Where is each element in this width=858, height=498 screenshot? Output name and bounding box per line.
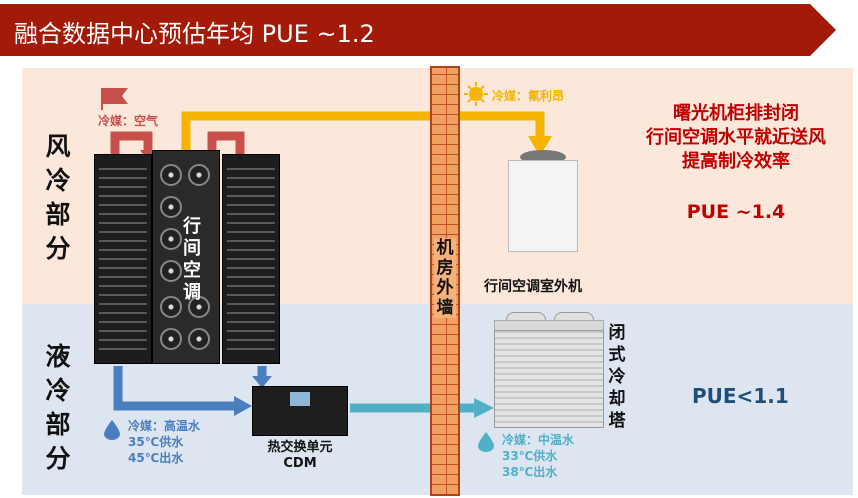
water-drop-icon xyxy=(104,420,120,440)
coolant-mid-line-3: 38℃出水 xyxy=(502,465,558,479)
cooling-tower xyxy=(494,330,604,428)
water-drop-icon xyxy=(478,432,494,452)
inrow-ac-label: 行间空调 xyxy=(183,216,201,303)
liquid-pue: PUE<1.1 xyxy=(692,384,789,408)
cdm-label: 热交换单元 CDM xyxy=(256,440,344,472)
coolant-freon-label: 冷媒：氟利昂 xyxy=(492,89,565,103)
hot-air-arrow-left xyxy=(110,131,153,156)
outdoor-unit-label: 行间空调室外机 xyxy=(484,279,582,295)
wall-label: 机房外墙 xyxy=(434,238,456,318)
fan-icon xyxy=(160,196,182,218)
tower-label: 闭式冷却塔 xyxy=(608,323,626,431)
air-section-label: 风冷部分 xyxy=(45,132,71,263)
coolant-hot-water: 冷媒：高温水 35℃供水 45℃出水 xyxy=(128,418,200,466)
title-banner: 融合数据中心预估年均 PUE ~1.2 xyxy=(0,0,838,60)
air-note-line-3: 提高制冷效率 xyxy=(682,151,790,172)
fan-icon xyxy=(188,164,210,186)
page-title: 融合数据中心预估年均 PUE ~1.2 xyxy=(14,20,375,48)
air-pue: PUE ~1.4 xyxy=(686,201,786,223)
coolant-hot-line-3: 45℃出水 xyxy=(128,451,184,465)
coolant-air-label: 冷媒：空气 xyxy=(98,114,159,128)
freon-arrow xyxy=(181,111,545,156)
banner-shape xyxy=(0,4,836,56)
fan-icon xyxy=(160,260,182,282)
server-rack-left xyxy=(94,154,152,364)
coolant-hot-line-1: 冷媒：高温水 xyxy=(128,419,201,433)
outdoor-unit xyxy=(508,160,578,252)
cdm-label-line-2: CDM xyxy=(283,456,317,471)
liquid-section-label: 液冷部分 xyxy=(45,342,71,473)
fan-icon xyxy=(160,228,182,250)
fan-icon xyxy=(160,296,182,318)
fan-icon xyxy=(160,328,182,350)
inrow-ac-unit xyxy=(152,150,220,364)
cdm-screen xyxy=(290,392,310,406)
cdm-label-line-1: 热交换单元 xyxy=(267,440,333,455)
server-rack-right xyxy=(222,154,280,364)
coolant-mid-line-1: 冷媒：中温水 xyxy=(502,433,575,447)
hot-water-arrow xyxy=(113,366,238,411)
fan-icon xyxy=(188,328,210,350)
coolant-mid-water: 冷媒：中温水 33℃供水 38℃出水 xyxy=(502,432,574,480)
air-note: 曙光机柜排封闭 行间空调水平就近送风 提高制冷效率 xyxy=(636,102,836,174)
coolant-hot-line-2: 35℃供水 xyxy=(128,435,184,449)
fan-icon xyxy=(188,296,210,318)
air-note-line-2: 行间空调水平就近送风 xyxy=(646,127,826,148)
hot-air-arrow-right xyxy=(207,131,245,156)
fan-icon xyxy=(160,164,182,186)
coolant-mid-line-2: 33℃供水 xyxy=(502,449,558,463)
air-note-line-1: 曙光机柜排封闭 xyxy=(673,103,799,124)
